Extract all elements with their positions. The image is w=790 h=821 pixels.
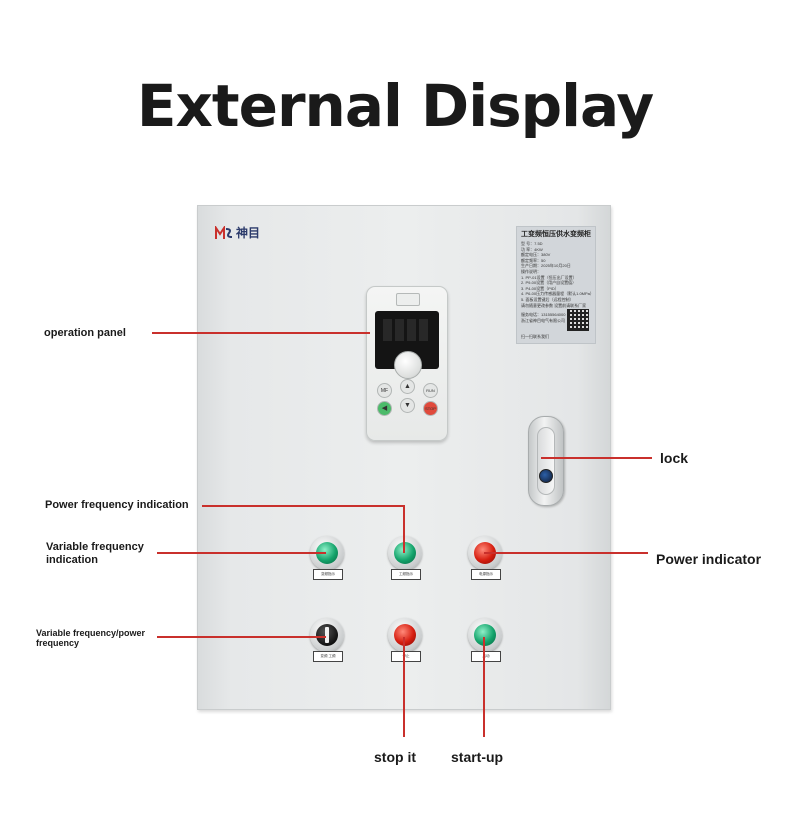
nameplate-phone: 服务电话：13155564000 bbox=[521, 312, 566, 318]
label-power-indicator: Power indicator bbox=[656, 551, 762, 567]
nameplate-qr-caption: 扫一扫联系我们 bbox=[521, 334, 549, 340]
label-lock: lock bbox=[660, 450, 689, 466]
panel-button-stop[interactable]: STOP bbox=[423, 401, 438, 416]
device-label: 工频指示 bbox=[391, 569, 421, 580]
panel-dial-knob[interactable] bbox=[394, 351, 422, 379]
label-start-up: start-up bbox=[451, 749, 504, 765]
callout-line-power-frequency bbox=[202, 505, 405, 553]
nameplate-row: 2. P9-00设置（用户自设置值） bbox=[521, 280, 577, 286]
indicator-bezel bbox=[310, 536, 344, 570]
green-button-icon[interactable] bbox=[474, 624, 496, 646]
variable-frequency-indicator: 变频指示 bbox=[310, 536, 344, 580]
up-arrow-icon: ▲ bbox=[404, 383, 411, 390]
green-lamp-icon bbox=[316, 542, 338, 564]
device-label: 停止 bbox=[391, 651, 421, 662]
lock-keyhole-icon bbox=[539, 469, 553, 483]
label-variable-frequency-line2: indication bbox=[46, 554, 98, 566]
page-title: External Display bbox=[136, 72, 654, 140]
panel-clip bbox=[396, 293, 420, 306]
brand-name: 神目 bbox=[236, 226, 261, 240]
device-label: 变频 工频 bbox=[313, 651, 343, 662]
label-variable-power-line1: Variable frequency/power bbox=[36, 628, 146, 638]
panel-button-up[interactable]: ▲ bbox=[400, 379, 415, 394]
panel-button-down[interactable]: ▼ bbox=[400, 398, 415, 413]
panel-button-run[interactable]: RUN bbox=[423, 383, 438, 398]
panel-button-left[interactable]: ◀ bbox=[377, 401, 392, 416]
label-operation-panel: operation panel bbox=[44, 327, 126, 339]
panel-button-label: STOP bbox=[425, 406, 436, 411]
device-label: 电源指示 bbox=[471, 569, 501, 580]
nameplate-row: 3. P4-00设置（PID） bbox=[521, 285, 559, 291]
nameplate-row: 请勿随意更改参数 设置前请联系厂家 bbox=[521, 302, 587, 308]
selector-pointer bbox=[325, 627, 329, 643]
panel-button-mf[interactable]: MF bbox=[377, 383, 392, 398]
left-arrow-icon: ◀ bbox=[381, 405, 388, 412]
nameplate-row: 额定电压：380V bbox=[521, 252, 551, 258]
panel-button-label: MF bbox=[380, 388, 389, 394]
operation-panel[interactable]: MF ▲ RUN ◀ ▼ STOP bbox=[366, 286, 448, 441]
down-arrow-icon: ▼ bbox=[404, 402, 411, 409]
qr-code-icon bbox=[567, 309, 589, 331]
device-label: 变频指示 bbox=[313, 569, 343, 580]
segment-display bbox=[383, 319, 431, 341]
nameplate-row: 生产日期：2025年10月20日 bbox=[521, 263, 571, 269]
nameplate-row: 额定频率：50 bbox=[521, 257, 546, 263]
nameplate: 工变频恒压供水变频柜 型 号：7.5D 功 率：4KW 额定电压：380V 额定… bbox=[516, 226, 596, 344]
nameplate-title: 工变频恒压供水变频柜 bbox=[521, 231, 591, 238]
variable-power-selector[interactable]: 变频 工频 bbox=[310, 618, 344, 662]
selector-bezel[interactable] bbox=[310, 618, 344, 652]
label-variable-frequency-line1: Variable frequency bbox=[46, 541, 144, 553]
nameplate-row: 操作说明： bbox=[521, 268, 541, 274]
device-label: 启动 bbox=[471, 651, 501, 662]
nameplate-row: 4. P6-00压力传感器量程（默认1.0MPa） bbox=[521, 291, 594, 297]
nameplate-row: 型 号：7.5D bbox=[521, 241, 543, 246]
label-power-frequency-indication: Power frequency indication bbox=[45, 499, 189, 511]
brand-mark-icon bbox=[215, 225, 233, 239]
red-button-icon[interactable] bbox=[394, 624, 416, 646]
nameplate-row: 功 率：4KW bbox=[521, 246, 543, 252]
nameplate-row: 5. 面板设置键后（远程控制） bbox=[521, 296, 574, 302]
nameplate-row: 1. PP-01设置（恒压出厂设置） bbox=[521, 274, 577, 280]
panel-button-label: RUN bbox=[426, 388, 435, 393]
brand-logo: 神目 bbox=[215, 224, 260, 241]
nameplate-company: 浙江省神目电气有限公司 bbox=[521, 317, 565, 323]
cabinet-lock[interactable] bbox=[528, 416, 564, 506]
label-variable-power-line2: frequency bbox=[36, 638, 80, 648]
label-stop-it: stop it bbox=[374, 749, 416, 765]
